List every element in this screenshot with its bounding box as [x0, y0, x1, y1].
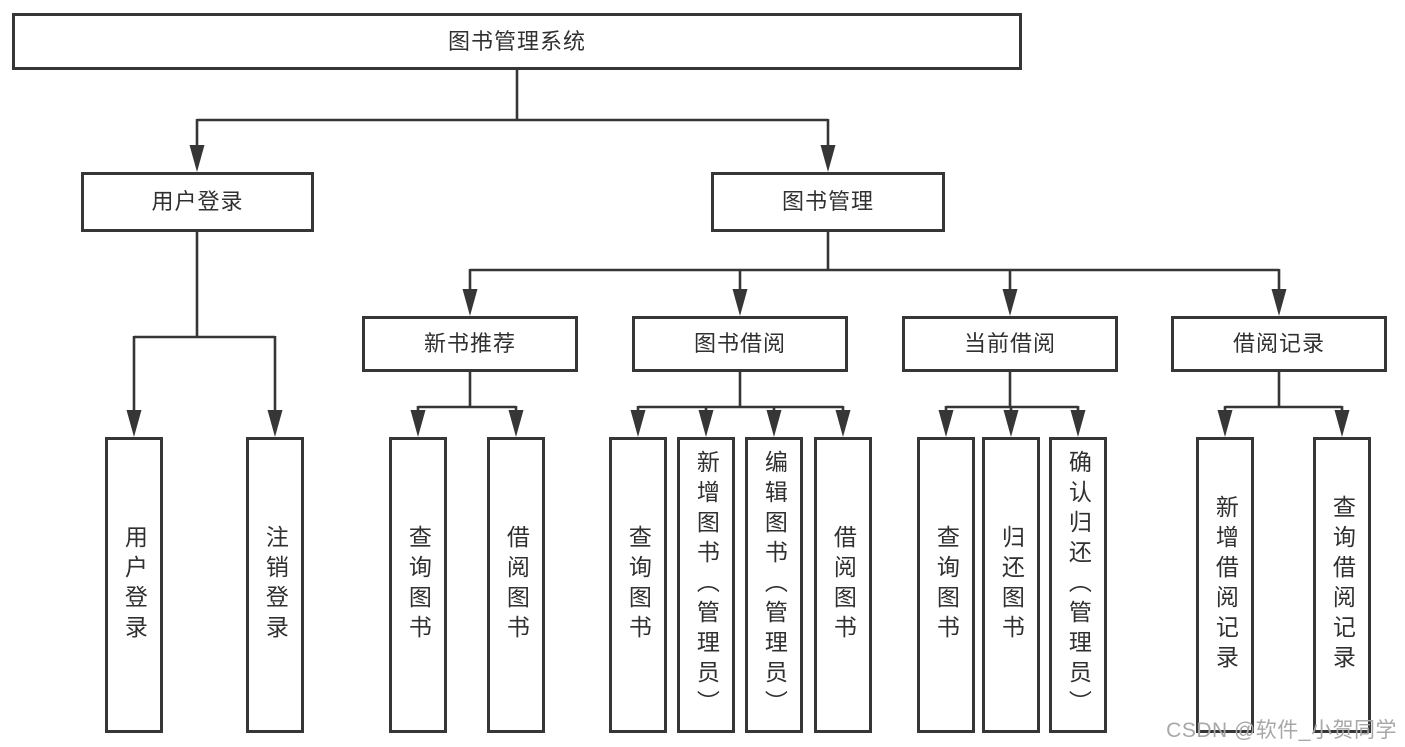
node-book-management-label: 图书管理: [781, 189, 874, 215]
node-user-login: 用户登录: [81, 172, 314, 232]
node-root: 图书管理系统: [12, 13, 1022, 70]
node-borrow-records: 借阅记录: [1171, 316, 1387, 372]
leaf-query-borrow-record-label: 查询借阅记录: [1329, 495, 1356, 675]
leaf-edit-book-admin: 编辑图书（管理员）: [745, 437, 803, 733]
leaf-query-books-recommend-label: 查询图书: [405, 525, 432, 645]
leaf-return-books: 归还图书: [982, 437, 1040, 733]
node-new-book-recommend-label: 新书推荐: [423, 331, 516, 357]
leaf-borrow-books-borrow: 借阅图书: [814, 437, 872, 733]
leaf-borrow-books-recommend: 借阅图书: [487, 437, 545, 733]
leaf-edit-book-admin-label: 编辑图书（管理员）: [761, 450, 788, 720]
node-current-borrow-label: 当前借阅: [963, 331, 1056, 357]
leaf-query-books-current: 查询图书: [917, 437, 975, 733]
leaf-query-borrow-record: 查询借阅记录: [1313, 437, 1371, 733]
leaf-borrow-books-recommend-label: 借阅图书: [503, 525, 530, 645]
node-new-book-recommend: 新书推荐: [362, 316, 578, 372]
node-root-label: 图书管理系统: [447, 28, 586, 54]
leaf-return-books-label: 归还图书: [998, 525, 1025, 645]
leaf-add-borrow-record-label: 新增借阅记录: [1212, 495, 1239, 675]
leaf-query-books-current-label: 查询图书: [933, 525, 960, 645]
leaf-add-book-admin: 新增图书（管理员）: [677, 437, 735, 733]
leaf-user-login: 用户登录: [105, 437, 163, 733]
leaf-query-books-borrow-label: 查询图书: [625, 525, 652, 645]
node-current-borrow: 当前借阅: [902, 316, 1118, 372]
leaf-add-borrow-record: 新增借阅记录: [1196, 437, 1254, 733]
leaf-confirm-return-admin: 确认归还（管理员）: [1049, 437, 1107, 733]
leaf-borrow-books-borrow-label: 借阅图书: [830, 525, 857, 645]
leaf-logout: 注销登录: [246, 437, 304, 733]
leaf-user-login-label: 用户登录: [121, 525, 148, 645]
leaf-query-books-recommend: 查询图书: [389, 437, 447, 733]
node-user-login-label: 用户登录: [151, 189, 244, 215]
leaf-confirm-return-admin-label: 确认归还（管理员）: [1065, 450, 1092, 720]
leaf-add-book-admin-label: 新增图书（管理员）: [693, 450, 720, 720]
node-borrow-records-label: 借阅记录: [1232, 331, 1325, 357]
node-book-borrow-label: 图书借阅: [693, 331, 786, 357]
node-book-borrow: 图书借阅: [632, 316, 848, 372]
leaf-logout-label: 注销登录: [262, 525, 289, 645]
leaf-query-books-borrow: 查询图书: [609, 437, 667, 733]
watermark: CSDN @软件_小贺同学: [1166, 719, 1397, 742]
node-book-management: 图书管理: [711, 172, 945, 232]
